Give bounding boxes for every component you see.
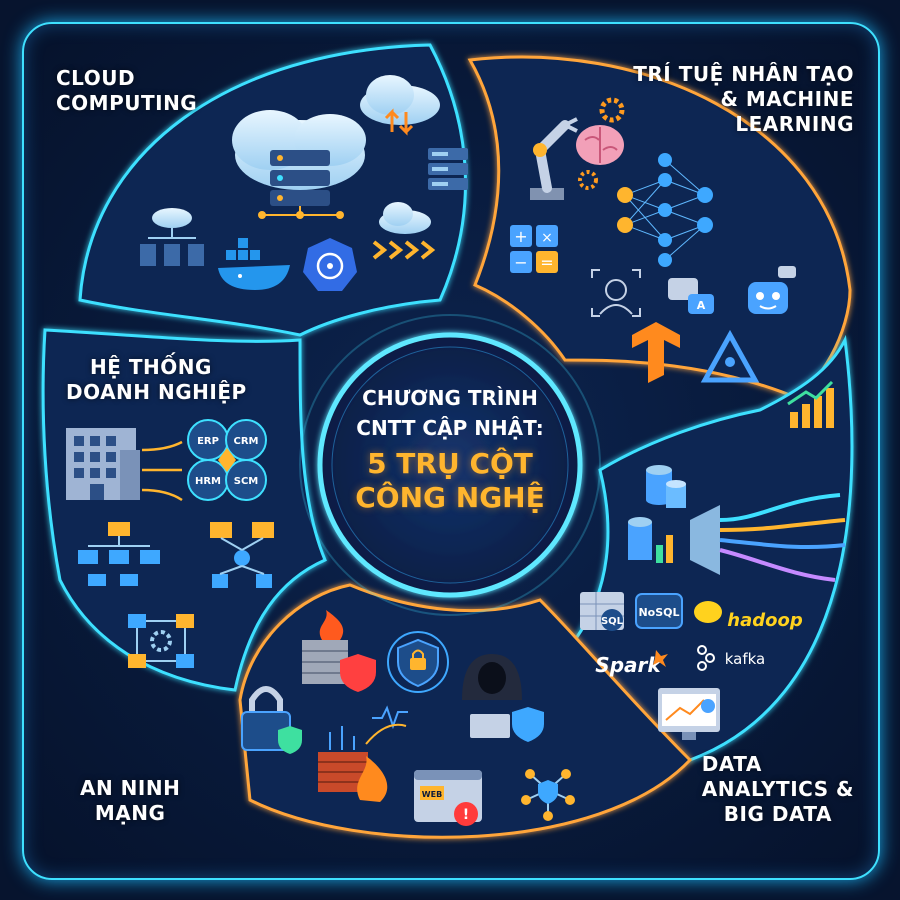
module-scm: SCM [234, 476, 259, 487]
erp-flow-arrows [141, 440, 183, 502]
neural-network-icon [617, 153, 713, 267]
pillar-security-line1: AN NINH [80, 776, 181, 800]
module-erp: ERP [197, 436, 219, 447]
pillar-security-line2: MẠNG [94, 801, 166, 825]
nosql-icon: NoSQL [635, 593, 683, 629]
funnel-stream-icon [690, 493, 846, 582]
pillar-cloud-line2: COMPUTING [56, 91, 198, 115]
tool-spark: Spark [595, 653, 662, 677]
pillar-data-line1: DATA [701, 752, 762, 776]
calculator-icon: + × − = [510, 225, 558, 273]
pillar-cloud-line1: CLOUD [56, 66, 136, 90]
center-hub [317, 332, 583, 598]
chat-bubble-icon: A [668, 278, 714, 314]
network-shield-icon [521, 769, 575, 821]
kubernetes-icon [303, 238, 357, 291]
tensorflow-icon [632, 322, 680, 383]
pillar-ai-line3: LEARNING [735, 112, 854, 136]
lock-shield-icon [387, 631, 449, 693]
cloud-network-icon [140, 208, 204, 266]
segment-enterprise [41, 328, 327, 692]
firewall-icon [302, 610, 376, 692]
cloud-server-icon [232, 110, 366, 219]
hacker-icon [462, 654, 544, 742]
pillar-label-enterprise: HỆ THỐNG DOANH NGHIỆP [66, 355, 247, 405]
pillar-enterprise-line2: DOANH NGHIỆP [66, 380, 247, 404]
hadoop-icon: hadoop [694, 601, 803, 631]
module-crm: CRM [234, 436, 259, 447]
padlock-icon [241, 686, 302, 754]
database-icon [646, 465, 686, 508]
bar-chart-growth-icon [787, 380, 834, 428]
server-rack-icon [428, 148, 468, 190]
tool-hadoop: hadoop [727, 610, 803, 631]
chevron-arrows-icon [372, 240, 436, 260]
svg-text:×: × [541, 230, 553, 246]
firewall-fire-icon [318, 723, 407, 802]
web-alert-icon: WEB ! [414, 770, 482, 826]
process-flow-icon [210, 522, 274, 588]
tool-kafka: kafka [725, 650, 766, 668]
center-line1: CHƯƠNG TRÌNH [362, 386, 538, 410]
cloud-small-icon [379, 202, 431, 234]
cloud-sync-icon [360, 75, 440, 136]
tool-sql: SQL [601, 616, 624, 627]
face-scan-icon [591, 269, 641, 317]
chat-letter: A [697, 299, 706, 312]
center-title: CHƯƠNG TRÌNH CNTT CẬP NHẬT: 5 TRỤ CỘT CÔ… [330, 383, 570, 515]
center-line3: 5 TRỤ CỘT [367, 447, 533, 480]
workflow-icon [128, 614, 194, 668]
pillar-enterprise-line1: HỆ THỐNG [90, 355, 212, 379]
brain-gear-icon [576, 97, 625, 190]
kafka-icon: kafka [697, 645, 766, 671]
module-hrm: HRM [195, 476, 221, 487]
spark-icon: Spark [595, 650, 668, 677]
signal-wave-icon [372, 705, 408, 730]
db-chart-icon [628, 517, 673, 563]
svg-text:!: ! [463, 807, 469, 823]
center-line2: CNTT CẬP NHẬT: [356, 416, 544, 440]
pillar-label-security: AN NINH MẠNG [80, 776, 180, 826]
svg-text:−: − [514, 253, 527, 272]
building-icon [66, 428, 140, 500]
pillar-label-cloud: CLOUD COMPUTING [56, 66, 197, 116]
sql-table-icon: SQL [580, 592, 624, 631]
svg-text:=: = [540, 253, 553, 272]
docker-icon [218, 238, 290, 290]
pillar-label-ai: TRÍ TUỆ NHÂN TẠO & MACHINE LEARNING [633, 62, 854, 137]
org-chart-icon [78, 522, 160, 586]
pillar-ai-line2: & MACHINE [720, 87, 854, 111]
pillar-ai-line1: TRÍ TUỆ NHÂN TẠO [633, 62, 854, 86]
module-diamond: ERP CRM HRM SCM [187, 419, 267, 501]
pillar-data-line2: ANALYTICS & [701, 777, 854, 801]
center-line4: CÔNG NGHỆ [355, 481, 545, 514]
web-tag: WEB [422, 790, 442, 799]
pillar-label-data: DATA ANALYTICS & BIG DATA [702, 752, 854, 827]
chatbot-icon [748, 266, 796, 314]
tool-nosql: NoSQL [638, 606, 679, 619]
svg-text:+: + [514, 227, 527, 246]
ai-framework-icon [700, 329, 760, 383]
robot-arm-icon [530, 117, 578, 200]
dashboard-icon [658, 688, 720, 740]
pillar-data-line3: BIG DATA [723, 802, 832, 826]
